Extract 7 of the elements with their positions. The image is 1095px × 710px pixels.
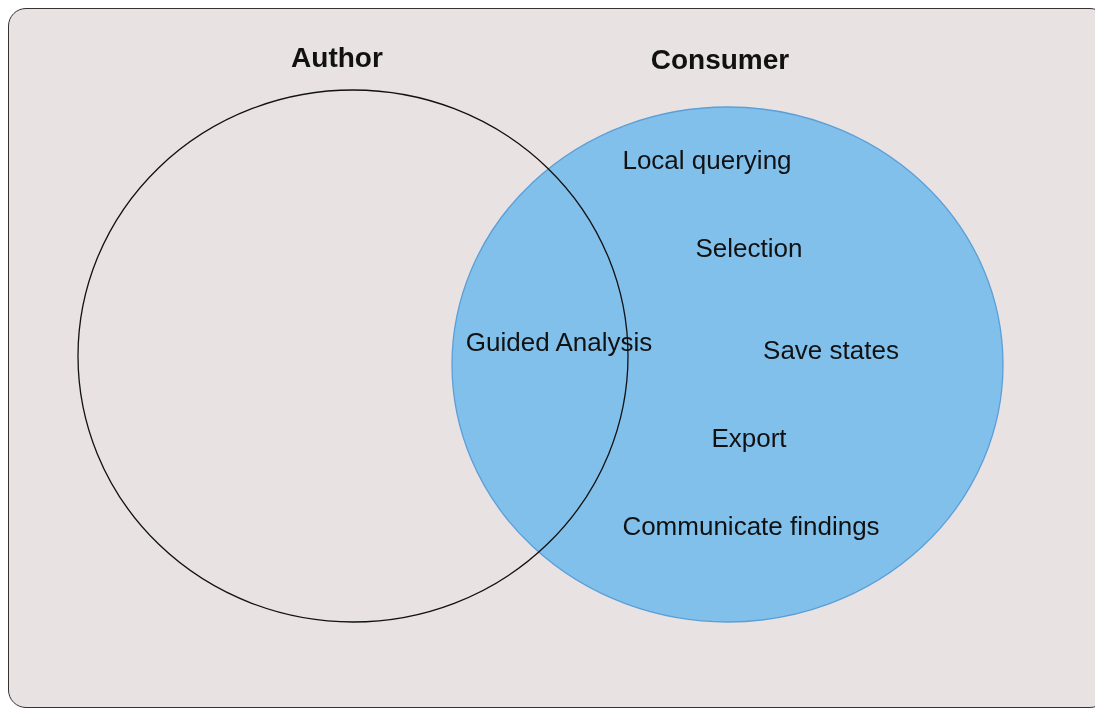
set-title: Author [291, 42, 383, 74]
set-item: Selection [695, 232, 803, 264]
set-title: Consumer [650, 44, 790, 76]
set-item: Save states [763, 334, 899, 366]
set-item: Local querying [622, 144, 792, 176]
set-item: Communicate findings [622, 510, 880, 542]
set-item: Export [711, 422, 787, 454]
